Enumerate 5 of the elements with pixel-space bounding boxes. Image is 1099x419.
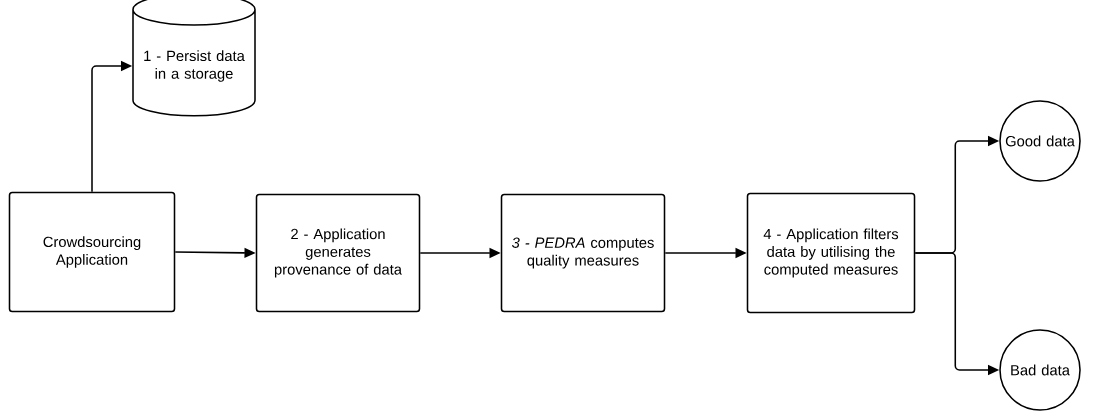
process-box: 2 - Application generates provenance of data: [255, 193, 421, 313]
storage-cylinder: 1 - Persist data in a storage: [132, 0, 256, 117]
process-box: 4 - Application filters data by utilising the computed measures: [746, 192, 916, 314]
process-box: 3 - PEDRA computes quality measures: [500, 193, 666, 313]
process-box: Crowdsourcing Application: [8, 191, 176, 313]
